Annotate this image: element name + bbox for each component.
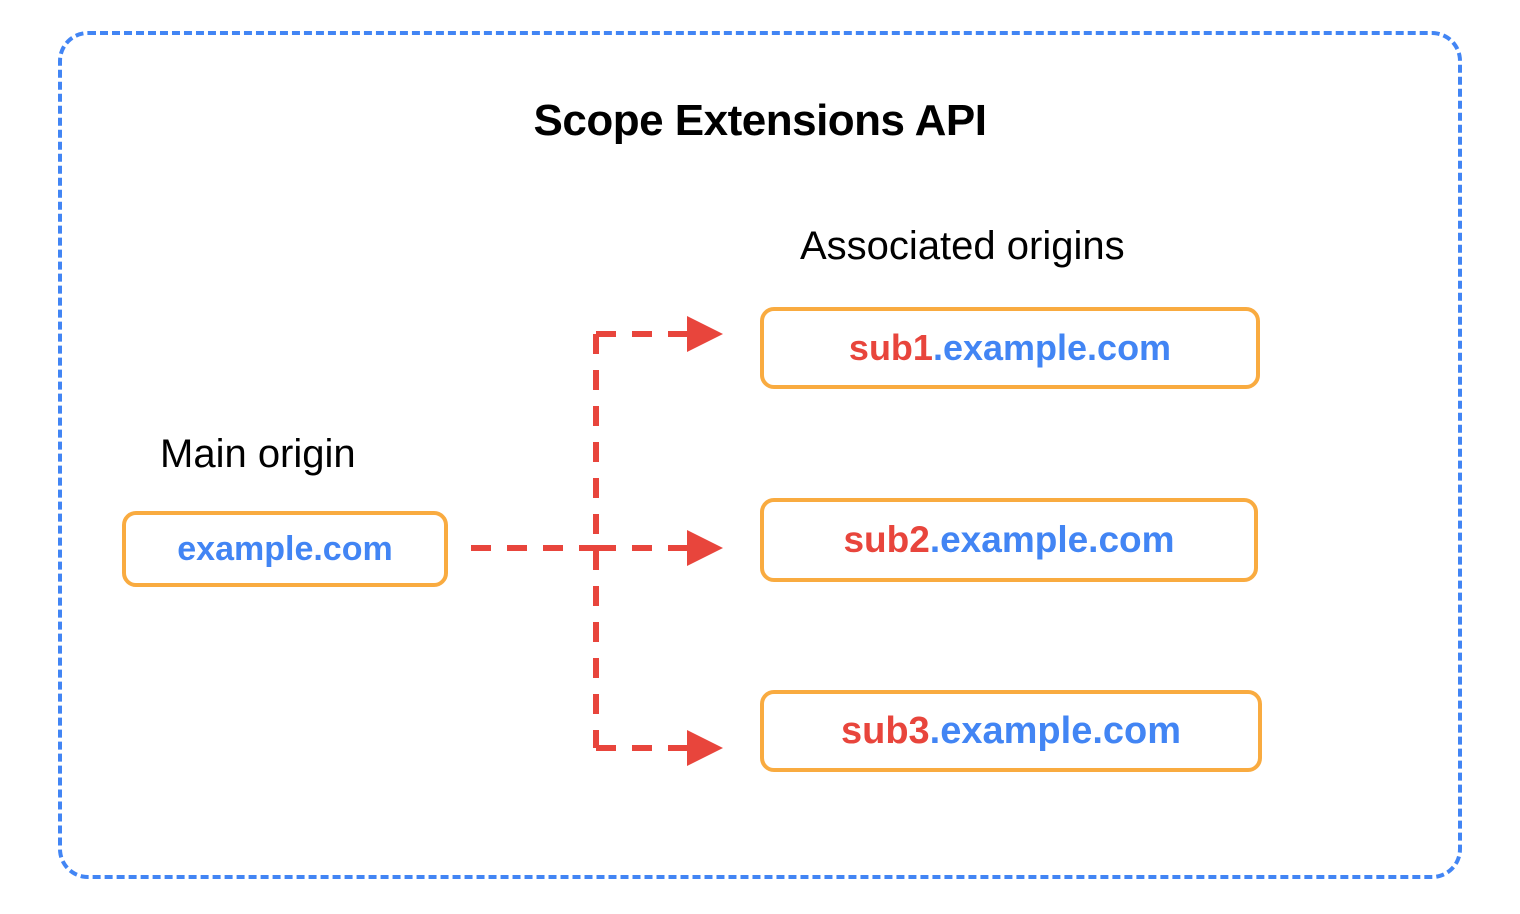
origin-subdomain-text: sub1 <box>848 327 933 368</box>
origin-box-main[interactable]: example.com <box>122 511 448 587</box>
page-title: Scope Extensions API <box>533 96 987 145</box>
origin-domain-text: .example.com <box>929 709 1182 752</box>
origin-box-sub3[interactable]: sub3.example.com <box>760 690 1262 772</box>
origin-subdomain-text: sub3 <box>840 709 930 752</box>
scope-extensions-frame <box>58 31 1462 879</box>
origin-domain-text: example.com <box>177 529 393 568</box>
associated-origins-label: Associated origins <box>800 224 1125 268</box>
main-origin-label: Main origin <box>160 432 356 476</box>
origin-domain-text: .example.com <box>932 327 1172 368</box>
origin-subdomain-text: sub2 <box>843 519 930 560</box>
origin-domain-text: .example.com <box>929 519 1175 560</box>
origin-box-sub1[interactable]: sub1.example.com <box>760 307 1260 389</box>
origin-box-sub2[interactable]: sub2.example.com <box>760 498 1258 582</box>
